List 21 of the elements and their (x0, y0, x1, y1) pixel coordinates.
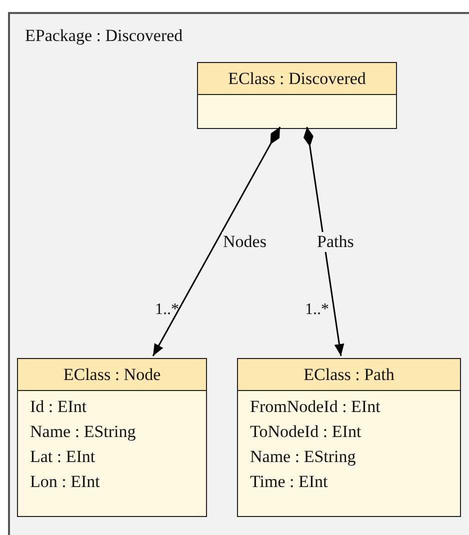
attribute-text: Lon : EInt (29, 471, 101, 493)
class-name: EClass : Path (238, 359, 460, 391)
attribute-text: Time : EInt (249, 471, 329, 493)
class-box (237, 358, 461, 517)
edge-label: Paths (316, 232, 355, 252)
package-frame (8, 12, 469, 535)
attribute-text: FromNodeId : EInt (249, 396, 382, 418)
attribute-text: Id : EInt (29, 396, 88, 418)
attribute-text: Name : EString (29, 421, 137, 443)
class-name: EClass : Discovered (198, 63, 396, 95)
multiplicity-label: 1..* (305, 300, 329, 320)
attribute-text: Name : EString (249, 446, 357, 468)
composition-arrow (304, 126, 344, 356)
class-box (197, 62, 397, 129)
composition-arrow (152, 126, 281, 356)
class-box (17, 358, 207, 517)
attribute-text: ToNodeId : EInt (249, 421, 362, 443)
attribute-text: Lat : EInt (29, 446, 96, 468)
multiplicity-label: 1..* (155, 300, 179, 320)
package-title: EPackage : Discovered (25, 26, 183, 46)
class-name: EClass : Node (18, 359, 206, 391)
